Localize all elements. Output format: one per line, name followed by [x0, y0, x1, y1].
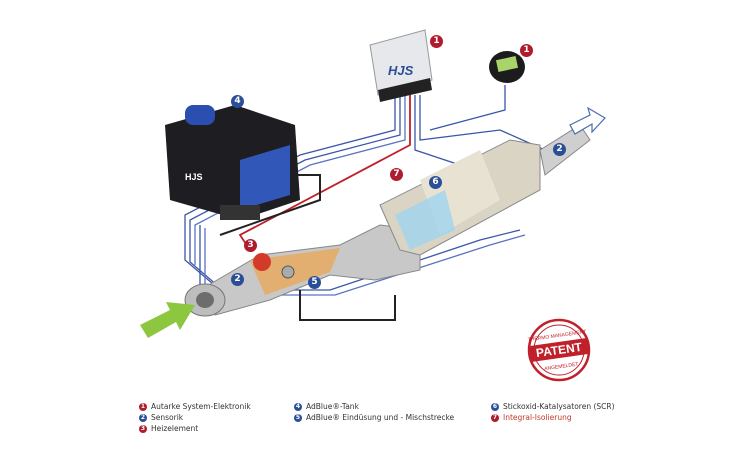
badge-ecu: 1: [430, 35, 443, 48]
control-unit: HJS: [369, 29, 433, 102]
legend-item: 7 Integral-Isolierung: [491, 413, 572, 422]
badge-scr: 6: [429, 176, 442, 189]
legend-item: 4 AdBlue®-Tank: [294, 402, 359, 411]
legend-label: Integral-Isolierung: [503, 413, 572, 422]
stamp-center-text: PATENT: [535, 340, 583, 360]
inlet-flow-arrow: [140, 302, 195, 338]
legend-item: 3 Heizelement: [139, 424, 198, 433]
badge-dosing: 5: [308, 276, 321, 289]
legend-badge: 3: [139, 424, 147, 433]
patent-stamp: PATENT THERMO MANAGEMENT ANGEMELDET: [527, 318, 591, 382]
legend-badge: 2: [139, 413, 147, 422]
heater-element: [253, 253, 271, 271]
legend-label: AdBlue® Eindüsung und - Mischstrecke: [306, 413, 455, 422]
legend-badge: 7: [491, 413, 499, 422]
adblue-tank: HJS: [165, 105, 300, 220]
legend-label: Heizelement: [151, 424, 199, 433]
stamp-bottom-text: ANGEMELDET: [544, 361, 579, 372]
sensor-inlet: [281, 265, 295, 279]
outlet-flow-arrow: [569, 106, 606, 135]
badge-sensor-outlet: 2: [553, 143, 566, 156]
legend-label: AdBlue®-Tank: [306, 402, 359, 411]
legend-badge: 5: [294, 413, 302, 422]
legend-label: Autarke System-Elektronik: [151, 402, 251, 411]
legend-label: Stickoxid-Katalysatoren (SCR): [503, 402, 615, 411]
legend-item: 2 Sensorik: [139, 413, 183, 422]
display-unit: [489, 51, 525, 83]
wiring-harness: [184, 85, 546, 321]
ecu-logo: HJS: [388, 63, 414, 78]
legend-badge: 6: [491, 402, 499, 411]
legend-item: 1 Autarke System-Elektronik: [139, 402, 251, 411]
badge-sensor-inlet: 2: [231, 273, 244, 286]
legend-badge: 1: [139, 402, 147, 411]
legend-item: 5 AdBlue® Eindüsung und - Mischstrecke: [294, 413, 454, 422]
badge-display: 1: [520, 44, 533, 57]
legend-badge: 4: [294, 402, 302, 411]
legend-item: 6 Stickoxid-Katalysatoren (SCR): [491, 402, 615, 411]
badge-heater: 3: [244, 239, 257, 252]
badge-tank: 4: [231, 95, 244, 108]
badge-insulation: 7: [390, 168, 403, 181]
tank-logo: HJS: [185, 172, 203, 182]
legend-label: Sensorik: [151, 413, 184, 422]
exhaust-pipe: [184, 124, 591, 317]
